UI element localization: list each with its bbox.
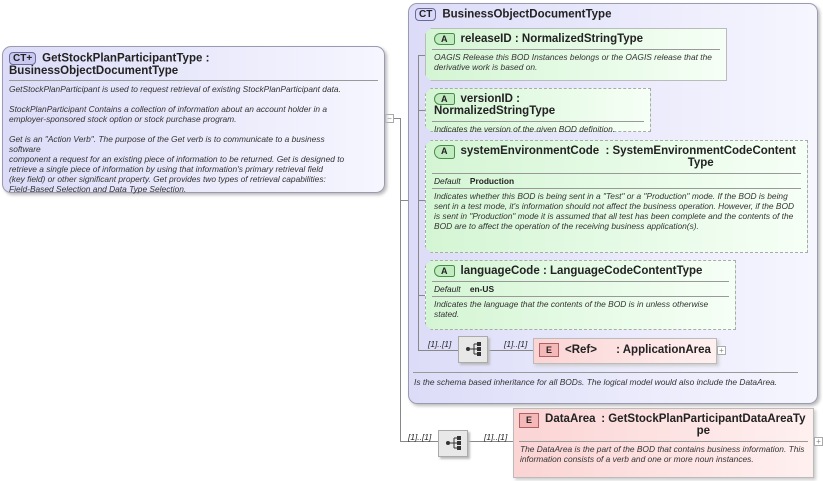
- default-label: Default: [434, 176, 461, 186]
- doc-line: StockPlanParticipant Contains a collecti…: [9, 104, 327, 114]
- doc-line: component a request for an existing piec…: [9, 154, 345, 164]
- connector: [400, 441, 438, 442]
- attr-name: languageCode: [460, 265, 540, 278]
- connector: [400, 118, 401, 442]
- connector: [468, 441, 513, 442]
- root-doc: GetStockPlanParticipant is used to reque…: [3, 81, 384, 197]
- base-type: : BusinessObjectDocumentType: [9, 52, 210, 77]
- attr-name: versionID: [460, 93, 513, 106]
- attr-type: : NormalizedStringType: [514, 33, 644, 46]
- element-data-area[interactable]: E DataArea : GetStockPlanParticipantDataA…: [513, 408, 814, 478]
- attr-doc: Indicates the language that the contents…: [434, 299, 709, 320]
- sequence-icon[interactable]: [438, 430, 468, 457]
- attr-name: systemEnvironmentCode: [460, 145, 600, 157]
- cardinality: [1]..[1]: [428, 339, 452, 349]
- type-name: BusinessObjectDocumentType: [442, 8, 612, 21]
- cardinality: [1]..[1]: [504, 339, 528, 349]
- element-doc: The DataArea is the part of the BOD that…: [520, 444, 805, 464]
- element-type: : ApplicationArea: [616, 344, 711, 357]
- doc-line: GetStockPlanParticipant is used to reque…: [9, 84, 341, 94]
- element-name: DataArea: [545, 413, 596, 425]
- attribute-badge: A: [434, 93, 455, 105]
- element-badge: E: [519, 413, 540, 428]
- doc-line: employer-sponsored stock option or stock…: [9, 114, 237, 124]
- cardinality: [1]..[1]: [408, 432, 432, 442]
- element-name: <Ref>: [565, 344, 597, 357]
- collapse-button[interactable]: −: [385, 114, 394, 123]
- doc-line: Get is an "Action Verb". The purpose of …: [9, 134, 325, 144]
- element-application-area[interactable]: E <Ref> : ApplicationArea: [533, 338, 717, 364]
- doc-line: [9, 124, 378, 134]
- attr-doc: Indicates the version of the given BOD d…: [434, 124, 616, 135]
- attribute-badge: A: [434, 145, 455, 159]
- expand-button[interactable]: +: [717, 346, 726, 355]
- doc-line: (key field) or other significant propert…: [9, 174, 326, 184]
- attr-name: releaseID: [460, 33, 512, 46]
- element-type: : GetStockPlanParticipantDataAreaType: [601, 413, 806, 437]
- sequence-icon[interactable]: [458, 336, 488, 363]
- complex-type-badge: CT+: [9, 52, 37, 65]
- base-doc: Is the schema based inheritance for all …: [414, 377, 778, 387]
- attr-type: : NormalizedStringType: [434, 93, 556, 118]
- default-value: en-US: [469, 284, 495, 295]
- attr-doc: Indicates whether this BOD is being sent…: [434, 191, 795, 231]
- connector: [400, 200, 408, 201]
- root-complex-type: CT+ GetStockPlanParticipantType : Busines…: [2, 46, 385, 194]
- complex-type-badge: CT: [415, 8, 437, 21]
- doc-line: software: [9, 144, 41, 154]
- doc-line: [9, 94, 378, 104]
- attr-type: : SystemEnvironmentCodeContentType: [605, 145, 796, 169]
- expand-button[interactable]: +: [814, 437, 823, 446]
- default-value: Production: [469, 176, 515, 186]
- element-badge: E: [539, 343, 560, 357]
- attr-type: : LanguageCodeContentType: [542, 265, 703, 278]
- attr-doc: OAGIS Release this BOD Instances belongs…: [434, 52, 712, 73]
- attribute-badge: A: [434, 33, 455, 45]
- type-name: GetStockPlanParticipantType: [42, 52, 203, 65]
- cardinality: [1]..[1]: [484, 432, 508, 442]
- doc-line: retrieve a single piece of information b…: [9, 164, 323, 174]
- default-label: Default: [434, 284, 461, 295]
- attribute-badge: A: [434, 265, 455, 277]
- doc-line: Field-Based Selection and Data Type Sele…: [9, 184, 187, 194]
